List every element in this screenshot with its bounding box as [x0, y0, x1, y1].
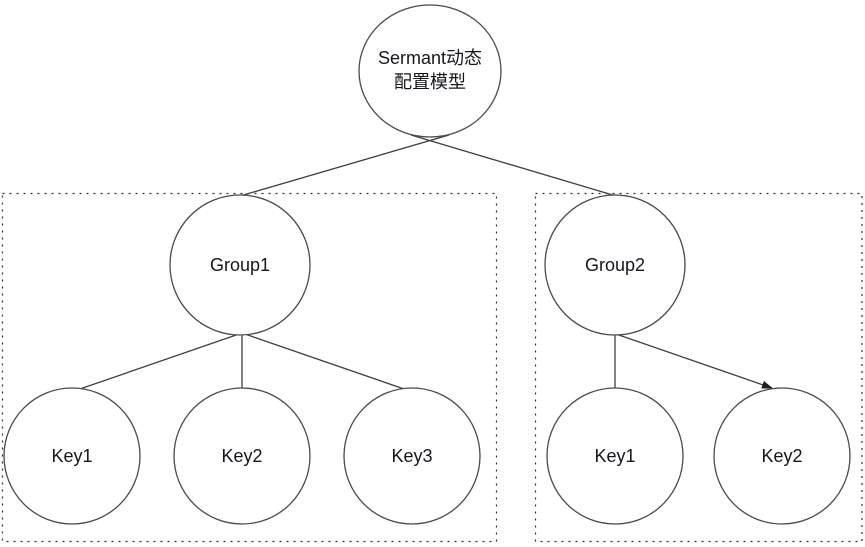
- edge-group1-to-key1: [76, 332, 243, 391]
- group1-node-label: Group1: [210, 255, 270, 275]
- group1-key2-node-circle: [173, 387, 311, 525]
- group1-key1-node-label: Key1: [51, 446, 92, 466]
- group1-key1-node-circle: [3, 387, 141, 525]
- group2-key2-node-circle: [713, 387, 851, 525]
- edge-root-to-group1: [239, 134, 450, 197]
- edge-group1-to-key3: [241, 332, 408, 391]
- group1-key3-node-circle: [343, 387, 481, 525]
- group2-node-label: Group2: [585, 255, 645, 275]
- group2-key1-node-label: Key1: [594, 446, 635, 466]
- group1-key2-node-label: Key2: [221, 446, 262, 466]
- root-node-label-line1: Sermant动态: [378, 48, 482, 68]
- group1-node-circle: [169, 194, 311, 336]
- group2-node-circle: [544, 194, 686, 336]
- group2-key1-node-circle: [546, 387, 684, 525]
- root-node-label-line2: 配置模型: [394, 72, 466, 92]
- edge-group2-to-key2-arrow: [612, 332, 773, 389]
- edge-root-to-group2: [410, 134, 617, 197]
- group2-key2-node-label: Key2: [761, 446, 802, 466]
- root-node-circle: [358, 4, 502, 138]
- group1-key3-node-label: Key3: [391, 446, 432, 466]
